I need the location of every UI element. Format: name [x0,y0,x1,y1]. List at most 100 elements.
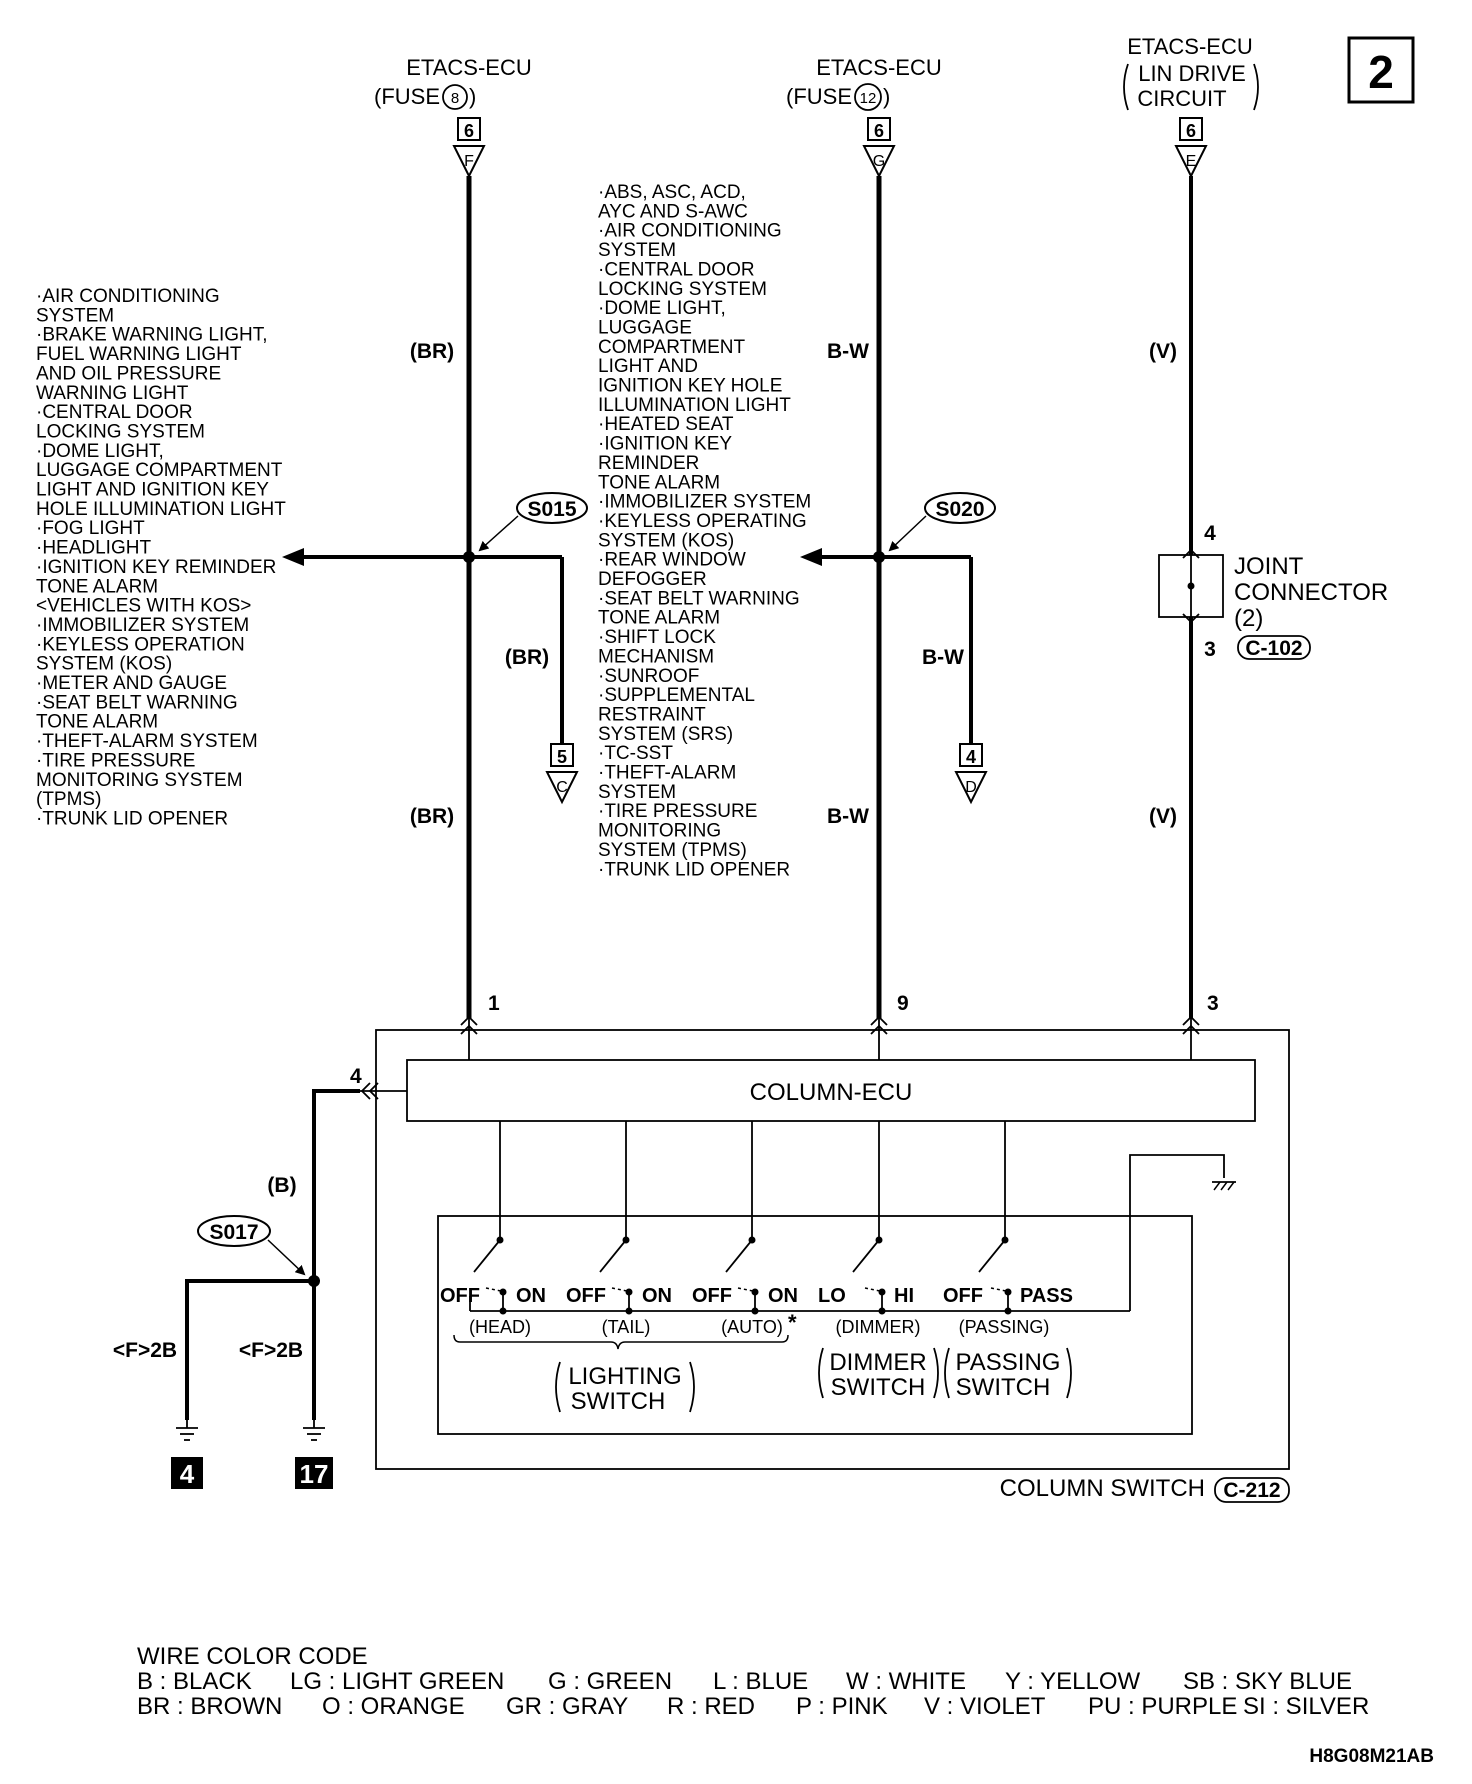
system-list-item: LOCKING SYSTEM [598,279,767,300]
legend-entry: V : VIOLET [924,1693,1046,1720]
column-switch-box [375,1029,1290,1470]
switch-dimmer-on: HI [894,1285,914,1307]
legend-entry: R : RED [667,1693,755,1720]
source-fuse12-conn: G [873,153,885,170]
ground-icon [176,1420,198,1441]
switch-panel [437,1215,1193,1435]
passing-switch-label-2: SWITCH [956,1374,1051,1401]
source-fuse12-title: ETACS-ECU [816,55,942,80]
system-list-item: <VEHICLES WITH KOS> [36,596,251,617]
splice-dot [463,551,475,563]
system-list-item: SYSTEM (KOS) [36,654,172,675]
connector-d-triangle [954,771,988,805]
source-fuse8-pin: 6 [464,121,474,141]
ground-ref-right: <F>2B [239,1339,303,1362]
system-list-item: ·SUPPLEMENTAL [598,685,755,706]
connector-e-triangle [1174,145,1208,179]
legend-entry: SB : SKY BLUE [1183,1668,1352,1695]
system-list-item: ·HEATED SEAT [598,414,734,435]
system-list-item: (TPMS) [36,789,101,810]
joint-ref: C-102 [1245,637,1302,660]
system-list-item: ·FOG LIGHT [36,518,145,539]
splice-s020-label: S020 [935,498,984,521]
system-list-item: ·DOME LIGHT, [598,298,726,319]
system-list-item: REMINDER [598,453,699,474]
system-list-item: ·TRUNK LID OPENER [598,859,790,880]
source-lin-pin: 6 [1186,121,1196,141]
legend-title: WIRE COLOR CODE [137,1643,368,1670]
system-list-item: ·AIR CONDITIONING [36,286,220,307]
system-list-item: ·SEAT BELT WARNING [598,588,800,609]
connector-d-pin: 4 [966,747,976,767]
connector-c-letter: C [556,779,568,796]
joint-ref-box [1237,635,1311,660]
column-switch-label: COLUMN SWITCH [1000,1475,1205,1502]
system-list-item: ·SHIFT LOCK [598,627,716,648]
main-wires [466,176,1193,1018]
passing-switch-label-1: PASSING [956,1349,1061,1376]
wire-label-br-branch: (BR) [505,646,549,669]
ground-icon [303,1420,325,1441]
system-list-item: ·HEADLIGHT [36,538,151,559]
system-list-item: SYSTEM (KOS) [598,530,734,551]
source-lin-line2: LIN DRIVE [1138,61,1246,86]
middle-system-list: ·ABS, ASC, ACD, AYC AND S-AWC·AIR CONDIT… [598,182,811,880]
wire-label-v-lower: (V) [1149,805,1177,828]
system-list-item: TONE ALARM [36,712,158,733]
switch-auto-name: (AUTO) [721,1317,783,1337]
wire-label-bw-branch: B-W [922,646,964,669]
pin-3-label: 3 [1207,992,1219,1015]
ground-no-right-box [295,1457,333,1489]
system-list-item: LIGHT AND [598,356,698,377]
switch-auto-mark: * [788,1310,797,1335]
system-list-item: SYSTEM [36,305,114,326]
system-list-item: ·IMMOBILIZER SYSTEM [36,615,249,636]
system-list-item: MECHANISM [598,646,714,667]
source-fuse8-close: ) [469,84,476,109]
diagram-code: H8G08M21AB [1309,1746,1434,1767]
legend-entry: O : ORANGE [322,1693,465,1720]
switch-passing-off: OFF [943,1285,983,1307]
system-list-item: FUEL WARNING LIGHT [36,344,242,365]
system-list-item: SYSTEM (TPMS) [598,840,747,861]
source-fuse12: ETACS-ECU (FUSE 12 ) 6 G [786,55,942,179]
system-list-item: ·SUNROOF [598,666,699,687]
system-list-item: ·IGNITION KEY REMINDER [36,557,276,578]
ecu-ground [1129,1154,1236,1311]
system-list-item: TONE ALARM [598,472,720,493]
switch-head-off: OFF [440,1285,480,1307]
legend-entry: GR : GRAY [506,1693,628,1720]
system-list-item: ·AIR CONDITIONING [598,221,782,242]
joint-label-1: JOINT [1234,553,1304,580]
system-list-item: SYSTEM [598,782,676,803]
fuse-circle [854,83,882,111]
connector-g-triangle [862,145,896,179]
switch-tail-off: OFF [566,1285,606,1307]
source-lin-title: ETACS-ECU [1127,34,1253,59]
legend-entry: L : BLUE [713,1668,808,1695]
wire-label-v-upper: (V) [1149,340,1177,363]
wire-label-br-upper: (BR) [410,340,454,363]
system-list-item: ·DOME LIGHT, [36,441,164,462]
column-switch-ref: C-212 [1223,1479,1280,1502]
system-list-item: ·KEYLESS OPERATION [36,634,245,655]
system-list-item: LUGGAGE [598,317,692,338]
legend-entry: PU : PURPLE [1088,1693,1237,1720]
legend-entry: B : BLACK [137,1668,252,1695]
system-list-item: ·REAR WINDOW [598,550,746,571]
lighting-switch-label-2: SWITCH [571,1388,666,1415]
fuse-circle [442,84,468,110]
switch-head-name: (HEAD) [469,1317,531,1337]
system-list-item: AYC AND S-AWC [598,201,748,222]
ground-no-right: 17 [300,1459,329,1489]
ground-ref-left: <F>2B [113,1339,177,1362]
source-fuse12-pin: 6 [874,121,884,141]
switch-dimmer-name: (DIMMER) [836,1317,921,1337]
system-list-item: ·BRAKE WARNING LIGHT, [36,325,268,346]
